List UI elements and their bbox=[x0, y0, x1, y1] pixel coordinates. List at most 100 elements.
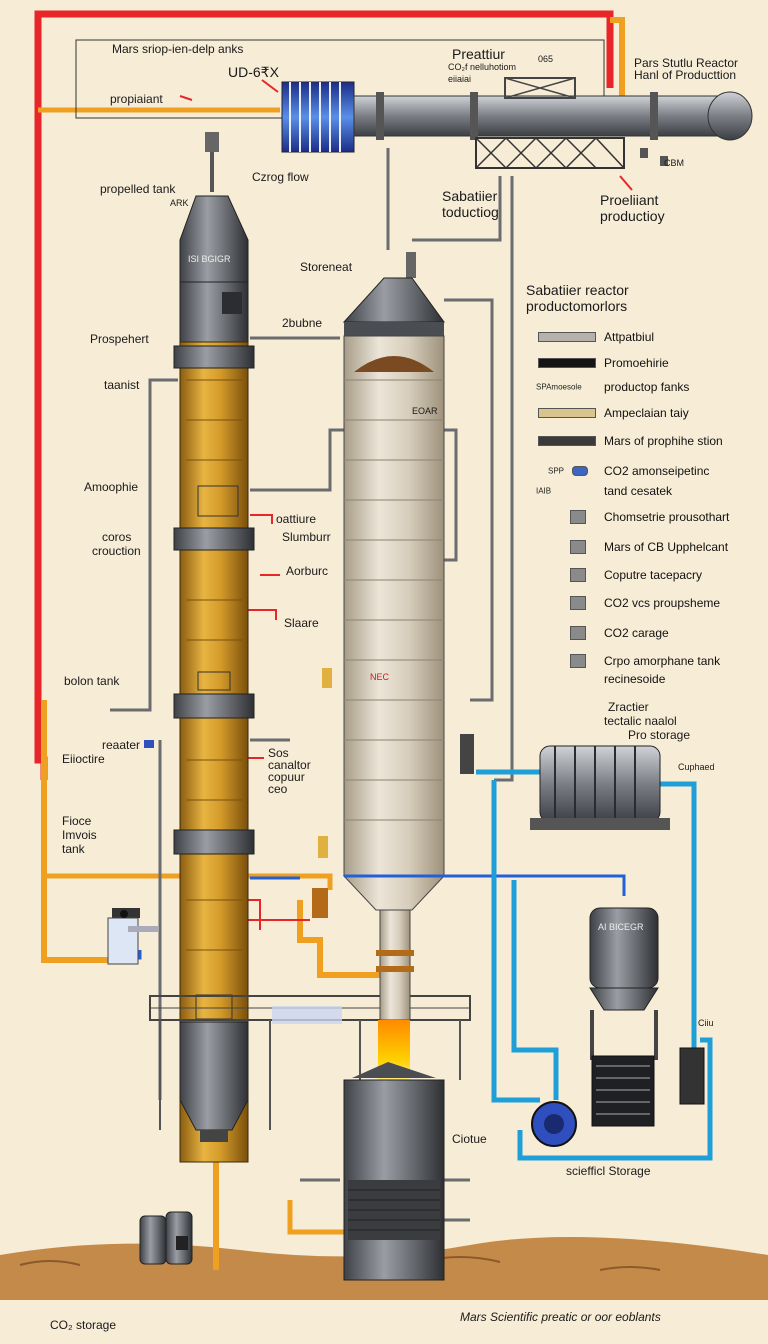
gray-pipework bbox=[110, 148, 514, 1222]
fioce-label-3: tank bbox=[62, 842, 85, 856]
prospehert-label: Prospehert bbox=[90, 332, 149, 346]
sos-label-3: copuur bbox=[268, 770, 305, 784]
legend-swatch bbox=[538, 358, 596, 368]
storage-tank-right bbox=[531, 907, 705, 1147]
legend-item: Mars of CB Upphelcant bbox=[534, 532, 764, 562]
legend-label: productop fanks bbox=[604, 380, 690, 394]
sos-label-1: Sos bbox=[268, 746, 289, 760]
co2-note: CO₂f nelluhotiom bbox=[448, 62, 517, 72]
horizontal-reactor bbox=[281, 77, 753, 170]
coros-label-2: crouction bbox=[92, 544, 141, 558]
legend-label: Chomsetrie prousothart bbox=[604, 510, 730, 524]
aorburc-label: Aorburc bbox=[286, 564, 329, 578]
legend-item: CO2 vcs proupsheme bbox=[534, 588, 764, 618]
sabatier-center-label-2: toductiog bbox=[442, 204, 499, 220]
zractier-label-1: Zractier bbox=[608, 700, 649, 714]
legend-item: CO2 carage bbox=[534, 618, 764, 648]
legend-item: Ampeclaian taiy bbox=[534, 398, 764, 428]
legend-sub-tag: SPP bbox=[548, 466, 565, 476]
legend-label: Attpatbiul bbox=[604, 330, 655, 344]
legend-item: Attpatbiul bbox=[534, 322, 764, 352]
legend-item: Mars of prophihe stion bbox=[534, 426, 764, 456]
legend-swatch bbox=[570, 596, 586, 610]
legend-item: Chomsetrie prousothart bbox=[534, 502, 764, 532]
sabatier-center-label-1: Sabatiier bbox=[442, 188, 498, 204]
bolon-tank-label: bolon tank bbox=[64, 674, 120, 688]
legend-swatch bbox=[570, 510, 586, 524]
legend-swatch bbox=[570, 540, 586, 554]
legend-swatch bbox=[570, 568, 586, 582]
legend-swatch bbox=[572, 466, 588, 476]
co2-note-2: eiiaiai bbox=[448, 74, 472, 84]
propelled-tank bbox=[149, 132, 471, 1163]
legend-title-2: productomorlors bbox=[526, 298, 628, 314]
legend-swatch bbox=[538, 436, 596, 446]
prelliant-label-1: Proeliiant bbox=[600, 192, 659, 208]
legend-item: IAIB tand cesatek bbox=[534, 476, 764, 506]
storeneat-label: Storeneat bbox=[300, 260, 353, 274]
top-right-label-2: Hanl of Producttion bbox=[634, 68, 737, 82]
legend-label: Crpo amorphane tank bbox=[604, 654, 721, 668]
legend-item: SPP CO2 amonseipetinc bbox=[534, 456, 764, 486]
tag-065: 065 bbox=[538, 54, 554, 64]
legend-item: recinesoide bbox=[534, 664, 764, 694]
propelled-tank-label: propelled tank bbox=[100, 182, 176, 196]
tank-band-label: ISI BGIGR bbox=[188, 254, 231, 264]
sos-label-4: ceo bbox=[268, 782, 288, 796]
bubbdne-label: 2bubne bbox=[282, 316, 323, 330]
legend-label: Mars of CB Upphelcant bbox=[604, 540, 729, 554]
legend-item: Promoehirie bbox=[534, 348, 764, 378]
propellant-top-label: propiaiant bbox=[110, 92, 163, 106]
coros-label-1: coros bbox=[102, 530, 132, 544]
co2-storage-silo bbox=[343, 1062, 445, 1281]
legend-swatch bbox=[570, 654, 586, 668]
legend-label: Coputre tacepacry bbox=[604, 568, 703, 582]
legend-item: Coputre tacepacry bbox=[534, 560, 764, 590]
legend-label: recinesoide bbox=[604, 672, 666, 686]
valve-assembly bbox=[107, 908, 158, 965]
preattiur-label: Preattiur bbox=[452, 46, 505, 62]
zractier-label-2: tectalic naalol bbox=[604, 714, 677, 728]
scieffical-storage-label: sciefficl Storage bbox=[566, 1164, 651, 1178]
sos-label-2: canaltor bbox=[268, 758, 311, 772]
legend-label: CO2 amonseipetinc bbox=[604, 464, 710, 478]
legend-label: CO2 vcs proupsheme bbox=[604, 596, 721, 610]
fioce-label-2: Imvois bbox=[62, 828, 97, 842]
legend-label: CO2 carage bbox=[604, 626, 669, 640]
top-right-label-1: Pars Stutlu Reactor bbox=[634, 56, 739, 70]
fioce-label-1: Fioce bbox=[62, 814, 92, 828]
czrog-flow-label: Czrog flow bbox=[252, 170, 309, 184]
legend-label: tand cesatek bbox=[604, 484, 673, 498]
bottom-caption: Mars Scientific preatic or oor eoblants bbox=[460, 1310, 661, 1324]
ud-label: UD-6₹X bbox=[228, 64, 279, 80]
small-gas-cylinders bbox=[139, 1211, 193, 1265]
legend-label: Mars of prophihe stion bbox=[604, 434, 723, 448]
slumbur-label: Slumburr bbox=[282, 530, 331, 544]
slaare-label: Slaare bbox=[284, 616, 319, 630]
legend-swatch bbox=[538, 332, 596, 342]
amoophie-label: Amoophie bbox=[84, 480, 139, 494]
legend-swatch bbox=[538, 408, 596, 418]
legend-title-1: Sabatiier reactor bbox=[526, 282, 629, 298]
legend-label: Ampeclaian taiy bbox=[604, 406, 689, 420]
ark-tag: ARK bbox=[170, 198, 189, 208]
co2-storage-label: CO₂ storage bbox=[50, 1318, 117, 1332]
cuphaed-label: Cuphaed bbox=[678, 762, 715, 772]
legend-label: Promoehirie bbox=[604, 356, 669, 370]
blue-coolant-pipe bbox=[476, 769, 713, 1161]
tower-neo-tag: NEC bbox=[370, 672, 390, 682]
tower-tag: EOAR bbox=[412, 406, 438, 416]
tanist-label: taanist bbox=[104, 378, 140, 392]
ciotue-label: Ciotue bbox=[452, 1132, 487, 1146]
top-box-title: Mars sriop-ien-delp anks bbox=[112, 42, 244, 56]
prelliant-label-2: productioy bbox=[600, 208, 665, 224]
cbm-tag: CBM bbox=[664, 158, 684, 168]
oattlire-label: oattiure bbox=[276, 512, 317, 526]
compressor-unit bbox=[460, 734, 670, 830]
ciu-label: Ciiu bbox=[698, 1018, 714, 1028]
orange-return-pipe bbox=[38, 17, 625, 1270]
legend-sub-tag: IAIB bbox=[536, 486, 552, 496]
sabatier-tower bbox=[342, 252, 446, 1086]
